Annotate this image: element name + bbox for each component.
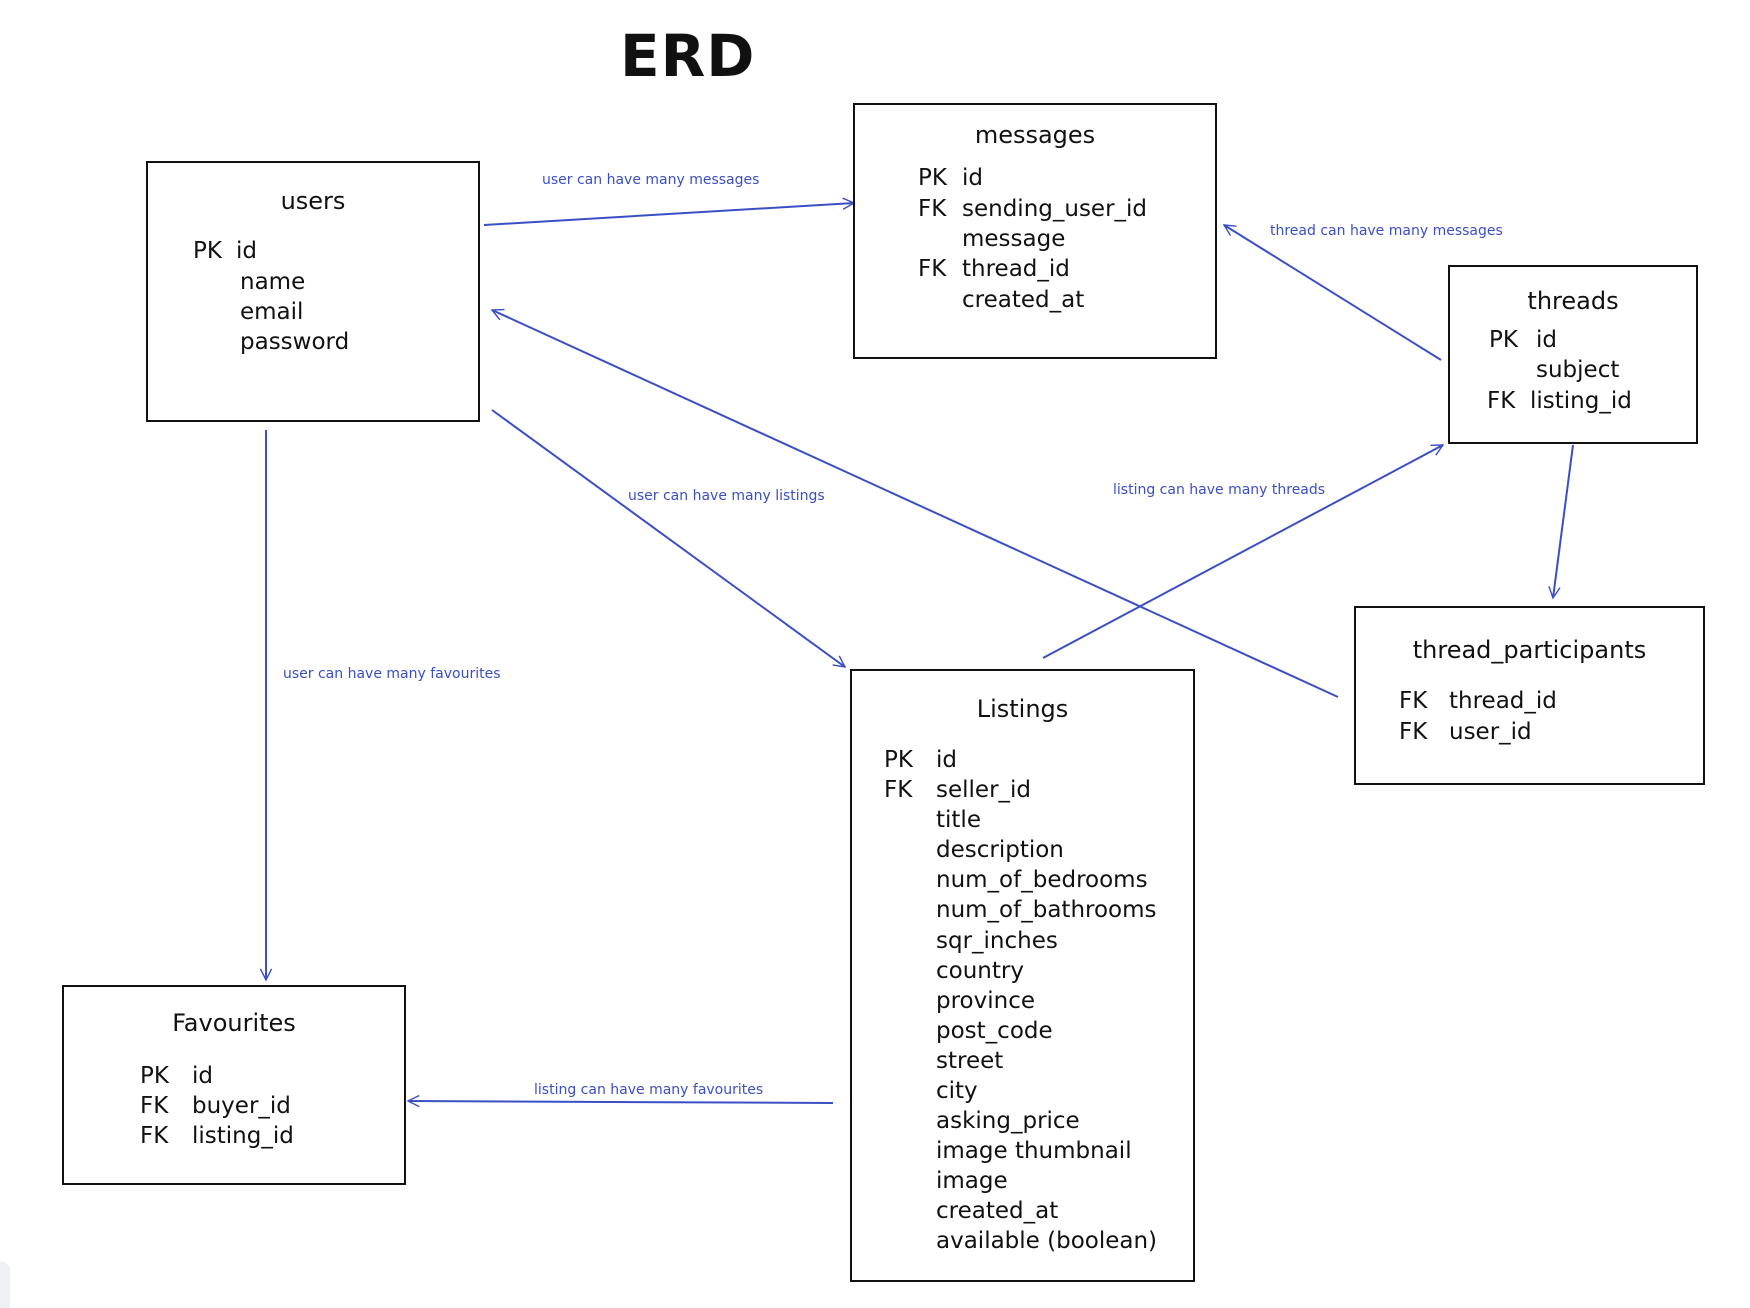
line-users-listings [491, 409, 845, 667]
field-name: seller_id [936, 777, 1032, 803]
entity-name: messages [974, 121, 1096, 149]
label-listings-favourites: listing can have many favourites [534, 1082, 764, 1098]
line-listings-favourites [408, 1101, 834, 1103]
viewport-corner [0, 1262, 10, 1308]
entity-thread-participants: thread_participants FK thread_id FK user… [1354, 606, 1705, 785]
label-users-messages: user can have many messages [542, 172, 760, 188]
line-threads-messages [1224, 224, 1442, 361]
field-key: FK [918, 256, 947, 282]
field-name: created_at [962, 287, 1085, 313]
field-name: asking_price [936, 1108, 1080, 1134]
field-key: PK [140, 1063, 169, 1089]
field-name: thread_id [962, 256, 1070, 282]
field-name: message [962, 226, 1066, 252]
field-name: id [1536, 327, 1557, 353]
entity-name: thread_participants [1412, 636, 1647, 664]
field-name: created_at [936, 1198, 1059, 1224]
line-threads-participants [1553, 444, 1574, 598]
field-name: post_code [936, 1018, 1053, 1044]
field-key: FK [140, 1123, 169, 1149]
field-name: id [192, 1063, 213, 1089]
field-key: FK [918, 196, 947, 222]
field-name: thread_id [1449, 688, 1557, 714]
field-name: buyer_id [192, 1093, 291, 1119]
entity-threads: threads PK id subject FK listing_id [1448, 265, 1698, 444]
line-users-messages [483, 203, 854, 226]
field-key: PK [884, 747, 913, 773]
field-name: user_id [1449, 719, 1532, 745]
field-name: listing_id [1530, 388, 1632, 414]
label-listings-threads: listing can have many threads [1113, 482, 1326, 498]
field-name: street [936, 1048, 1004, 1074]
field-name: image thumbnail [936, 1138, 1132, 1164]
field-name: name [240, 269, 306, 295]
field-key: FK [1399, 719, 1428, 745]
field-name: password [240, 329, 350, 355]
line-participants-users [492, 310, 1339, 698]
field-name: description [936, 837, 1064, 863]
entity-name: threads [1527, 287, 1619, 315]
field-key: PK [193, 238, 222, 264]
entity-users: users PK id name email password [146, 161, 480, 422]
field-name: num_of_bathrooms [936, 897, 1157, 923]
field-name: id [936, 747, 957, 773]
field-name: image [936, 1168, 1008, 1194]
field-name: sending_user_id [962, 196, 1148, 222]
field-name: subject [1536, 357, 1620, 383]
field-name: num_of_bedrooms [936, 867, 1148, 893]
field-key: PK [918, 165, 947, 191]
field-name: available (boolean) [936, 1228, 1158, 1254]
entity-name: Listings [976, 695, 1069, 723]
field-name: province [936, 988, 1035, 1014]
entity-listings: Listings PK id FK seller_id title descri… [850, 669, 1195, 1282]
label-users-favourites: user can have many favourites [283, 666, 501, 682]
entity-name: Favourites [172, 1009, 296, 1037]
field-key: FK [1487, 388, 1516, 414]
line-listings-threads [1042, 444, 1443, 659]
field-key: FK [140, 1093, 169, 1119]
field-name: email [240, 299, 304, 325]
field-name: id [236, 238, 257, 264]
label-threads-messages: thread can have many messages [1270, 223, 1503, 239]
field-key: FK [884, 777, 913, 803]
field-name: title [936, 807, 981, 833]
field-name: city [936, 1078, 978, 1104]
entity-name: users [280, 187, 346, 215]
label-users-listings: user can have many listings [628, 488, 825, 504]
entity-messages: messages PK id FK sending_user_id messag… [853, 103, 1217, 359]
entity-favourites: Favourites PK id FK buyer_id FK listing_… [62, 985, 406, 1185]
field-name: listing_id [192, 1123, 294, 1149]
field-name: id [962, 165, 983, 191]
field-name: country [936, 958, 1024, 984]
field-key: FK [1399, 688, 1428, 714]
diagram-title: ERD [620, 22, 756, 90]
field-name: sqr_inches [936, 928, 1058, 954]
field-key: PK [1489, 327, 1518, 353]
